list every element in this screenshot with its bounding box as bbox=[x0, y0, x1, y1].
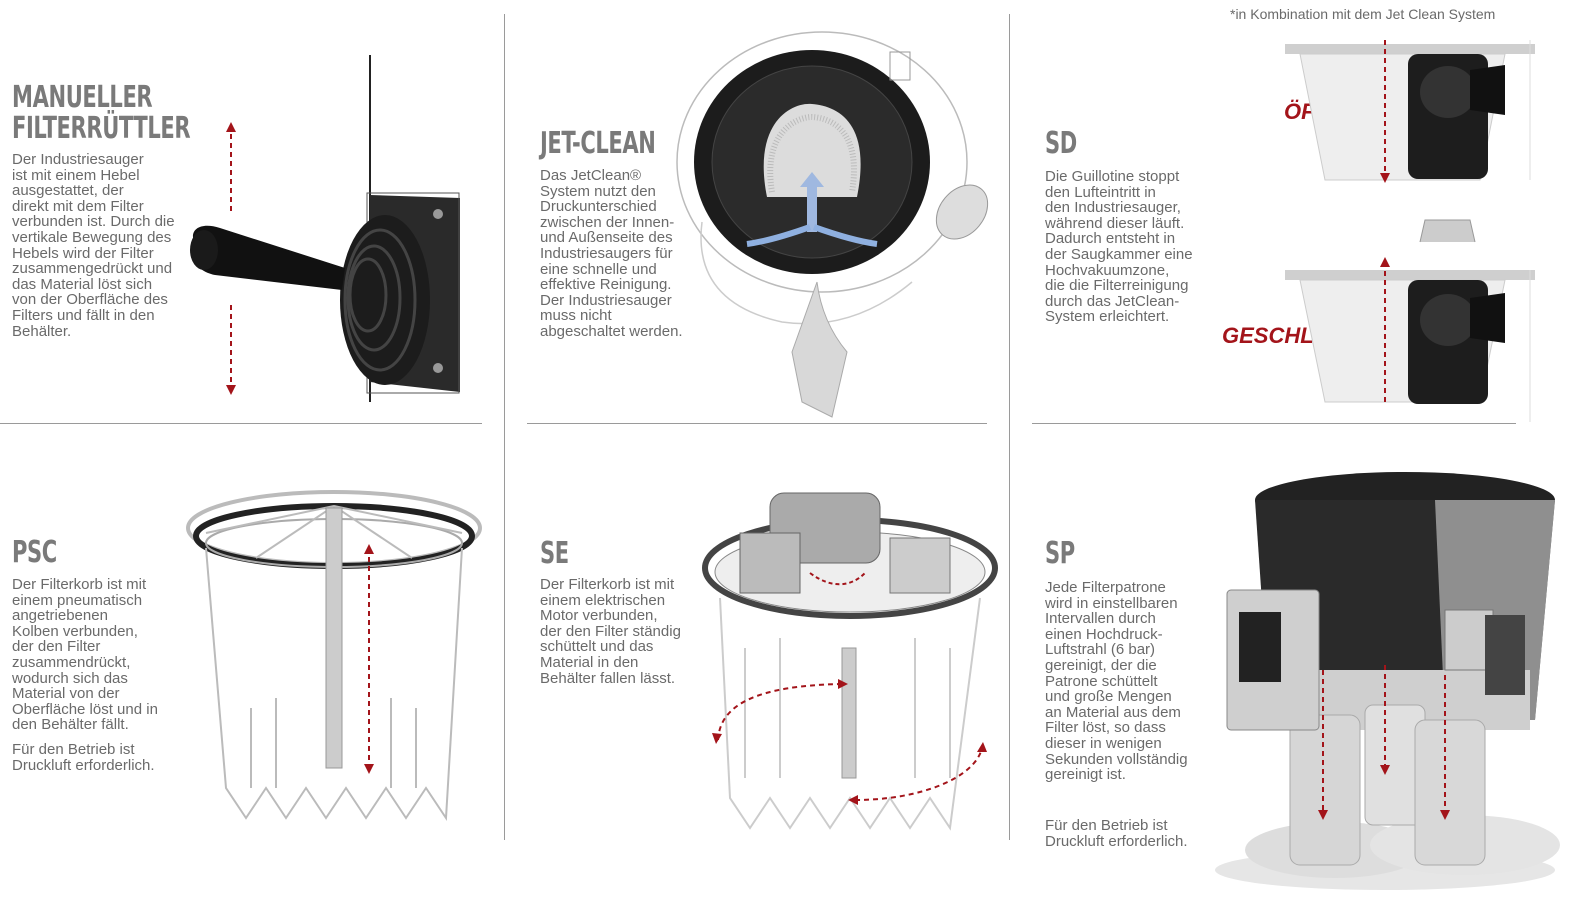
section-text-sp: Jede Filterpatrone wird in einstellbaren… bbox=[1045, 579, 1188, 784]
jet-clean-icon bbox=[676, 31, 989, 418]
section-title-psc: PSC bbox=[12, 535, 57, 570]
section-title-sp: SP bbox=[1045, 536, 1075, 571]
section-text-sd: Die Guillotine stoppt den Lufteintritt i… bbox=[1045, 168, 1193, 326]
section-text-jetclean: Das JetClean® System nutzt den Druckunte… bbox=[540, 167, 683, 340]
section-note-sp: Für den Betrieb ist Druckluft erforderli… bbox=[1045, 817, 1188, 850]
section-text-psc: Der Filterkorb ist mit einem pneumatisch… bbox=[12, 576, 158, 734]
footnote: *in Kombination mit dem Jet Clean System bbox=[1230, 6, 1496, 22]
pulse-cartridge-icon bbox=[1215, 472, 1560, 890]
column-divider-left bbox=[504, 14, 505, 840]
electric-motor-basket-icon bbox=[702, 492, 998, 831]
pneumatic-basket-icon bbox=[186, 490, 482, 822]
section-title-sd: SD bbox=[1045, 126, 1077, 161]
title-line-1: MANUELLER bbox=[12, 80, 153, 115]
title-line-2: FILTERRÜTTLER bbox=[12, 111, 191, 146]
row-divider-left bbox=[0, 423, 482, 424]
row-divider-mid bbox=[527, 423, 987, 424]
lever-shaker-icon bbox=[190, 55, 460, 402]
section-text-manual: Der Industriesauger ist mit einem Hebel … bbox=[12, 151, 175, 340]
section-title-se: SE bbox=[540, 536, 569, 571]
section-note-psc: Für den Betrieb ist Druckluft erforderli… bbox=[12, 741, 155, 774]
row-divider-right bbox=[1032, 423, 1516, 424]
column-divider-right bbox=[1009, 14, 1010, 840]
section-title-jetclean: JET-CLEAN bbox=[540, 126, 656, 161]
section-title-manual: MANUELLER FILTERRÜTTLER bbox=[12, 80, 191, 146]
section-text-se: Der Filterkorb ist mit einem elektrische… bbox=[540, 576, 681, 687]
guillotine-valve-icon bbox=[1285, 40, 1535, 422]
